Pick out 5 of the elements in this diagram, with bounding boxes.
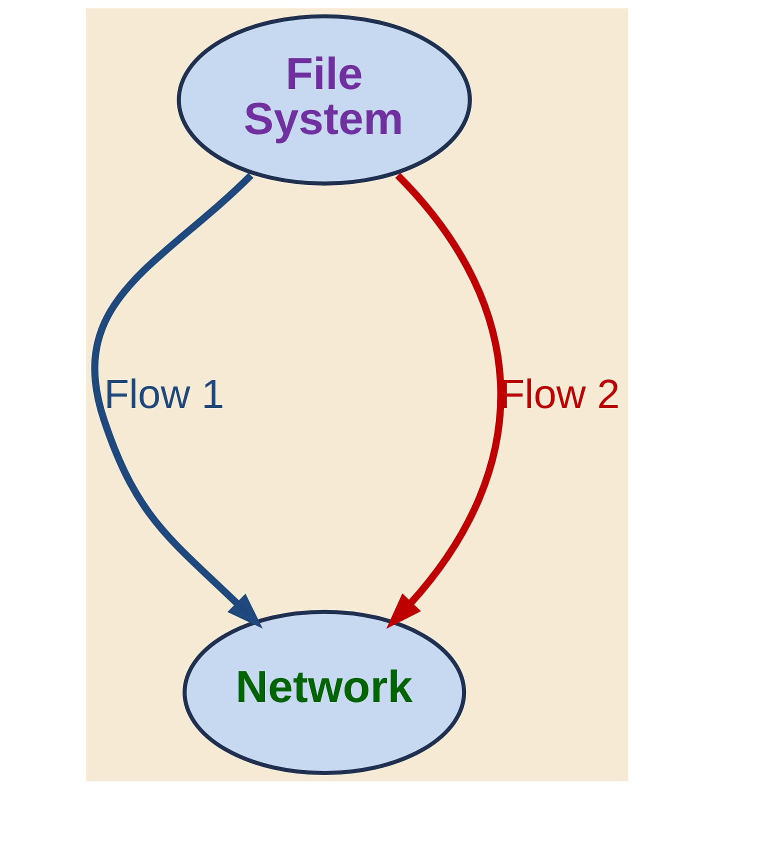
node-ellipse: Network [182,610,466,776]
arrow [386,172,504,629]
edge-label: Flow 1 [104,370,224,417]
arrow [90,172,262,629]
node-ellipse: File System [176,14,472,186]
